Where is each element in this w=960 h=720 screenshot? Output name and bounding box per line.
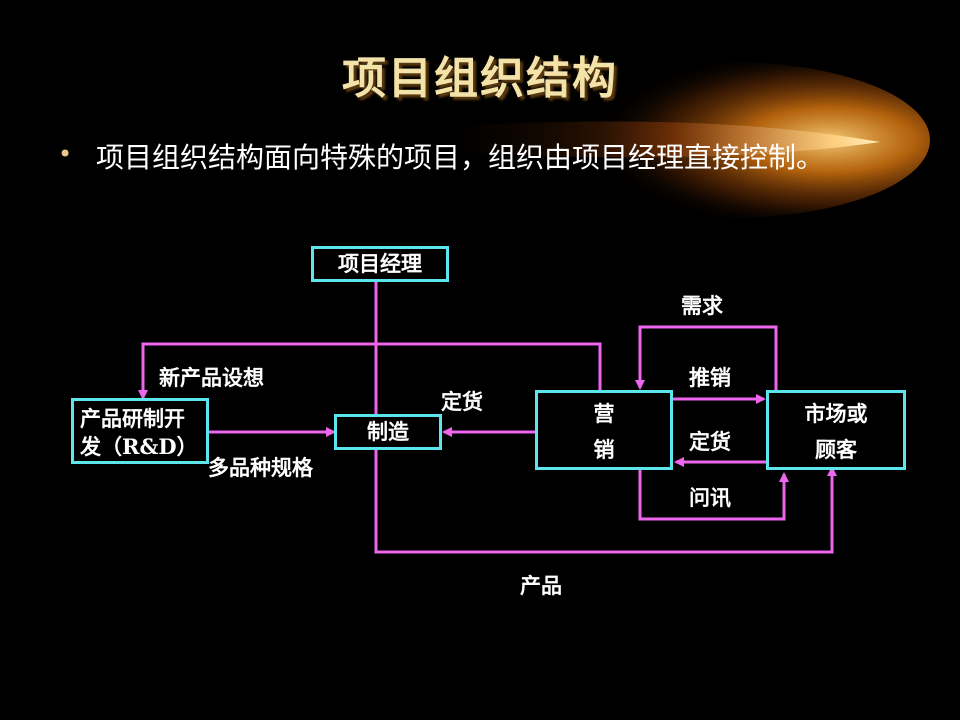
node-market-customer: 市场或 顾客	[766, 390, 906, 470]
node-manufacturing-label: 制造	[367, 419, 409, 444]
inquiry-arrow	[638, 468, 789, 521]
node-rnd: 产品研制开 发（R&D）	[71, 398, 209, 464]
edge-label-product: 产品	[520, 573, 562, 598]
bullet-marker: •	[58, 140, 73, 168]
edge-label-demand: 需求	[681, 293, 723, 318]
node-marketing: 营 销	[535, 390, 673, 470]
edge-label-promotion: 推销	[689, 365, 731, 390]
node-rnd-label-line2: 发（R&D）	[80, 434, 198, 459]
node-market-label-line2: 顾客	[815, 437, 857, 462]
node-manufacturing: 制造	[334, 414, 442, 450]
demand-arrow	[635, 325, 778, 392]
node-market-label-line1: 市场或	[804, 401, 868, 426]
node-project-manager-label: 项目经理	[338, 251, 422, 276]
bullet-text: 项目组织结构面向特殊的项目，组织由项目经理直接控制。	[96, 141, 825, 174]
edge-label-variety-specs: 多品种规格	[208, 455, 313, 480]
node-project-manager: 项目经理	[311, 246, 449, 282]
edge-label-order-from-market: 定货	[689, 429, 731, 454]
slide-title: 项目组织结构	[342, 53, 618, 104]
node-marketing-label-line1: 营	[593, 401, 615, 426]
edge-label-inquiry: 问讯	[689, 485, 731, 510]
node-marketing-label-line2: 销	[593, 437, 615, 462]
edge-label-new-product-idea: 新产品设想	[159, 365, 264, 390]
edge-label-order-to-mfg: 定货	[441, 389, 483, 414]
new-product-idea-arrow	[138, 342, 602, 400]
node-rnd-label-line1: 产品研制开	[80, 406, 185, 431]
